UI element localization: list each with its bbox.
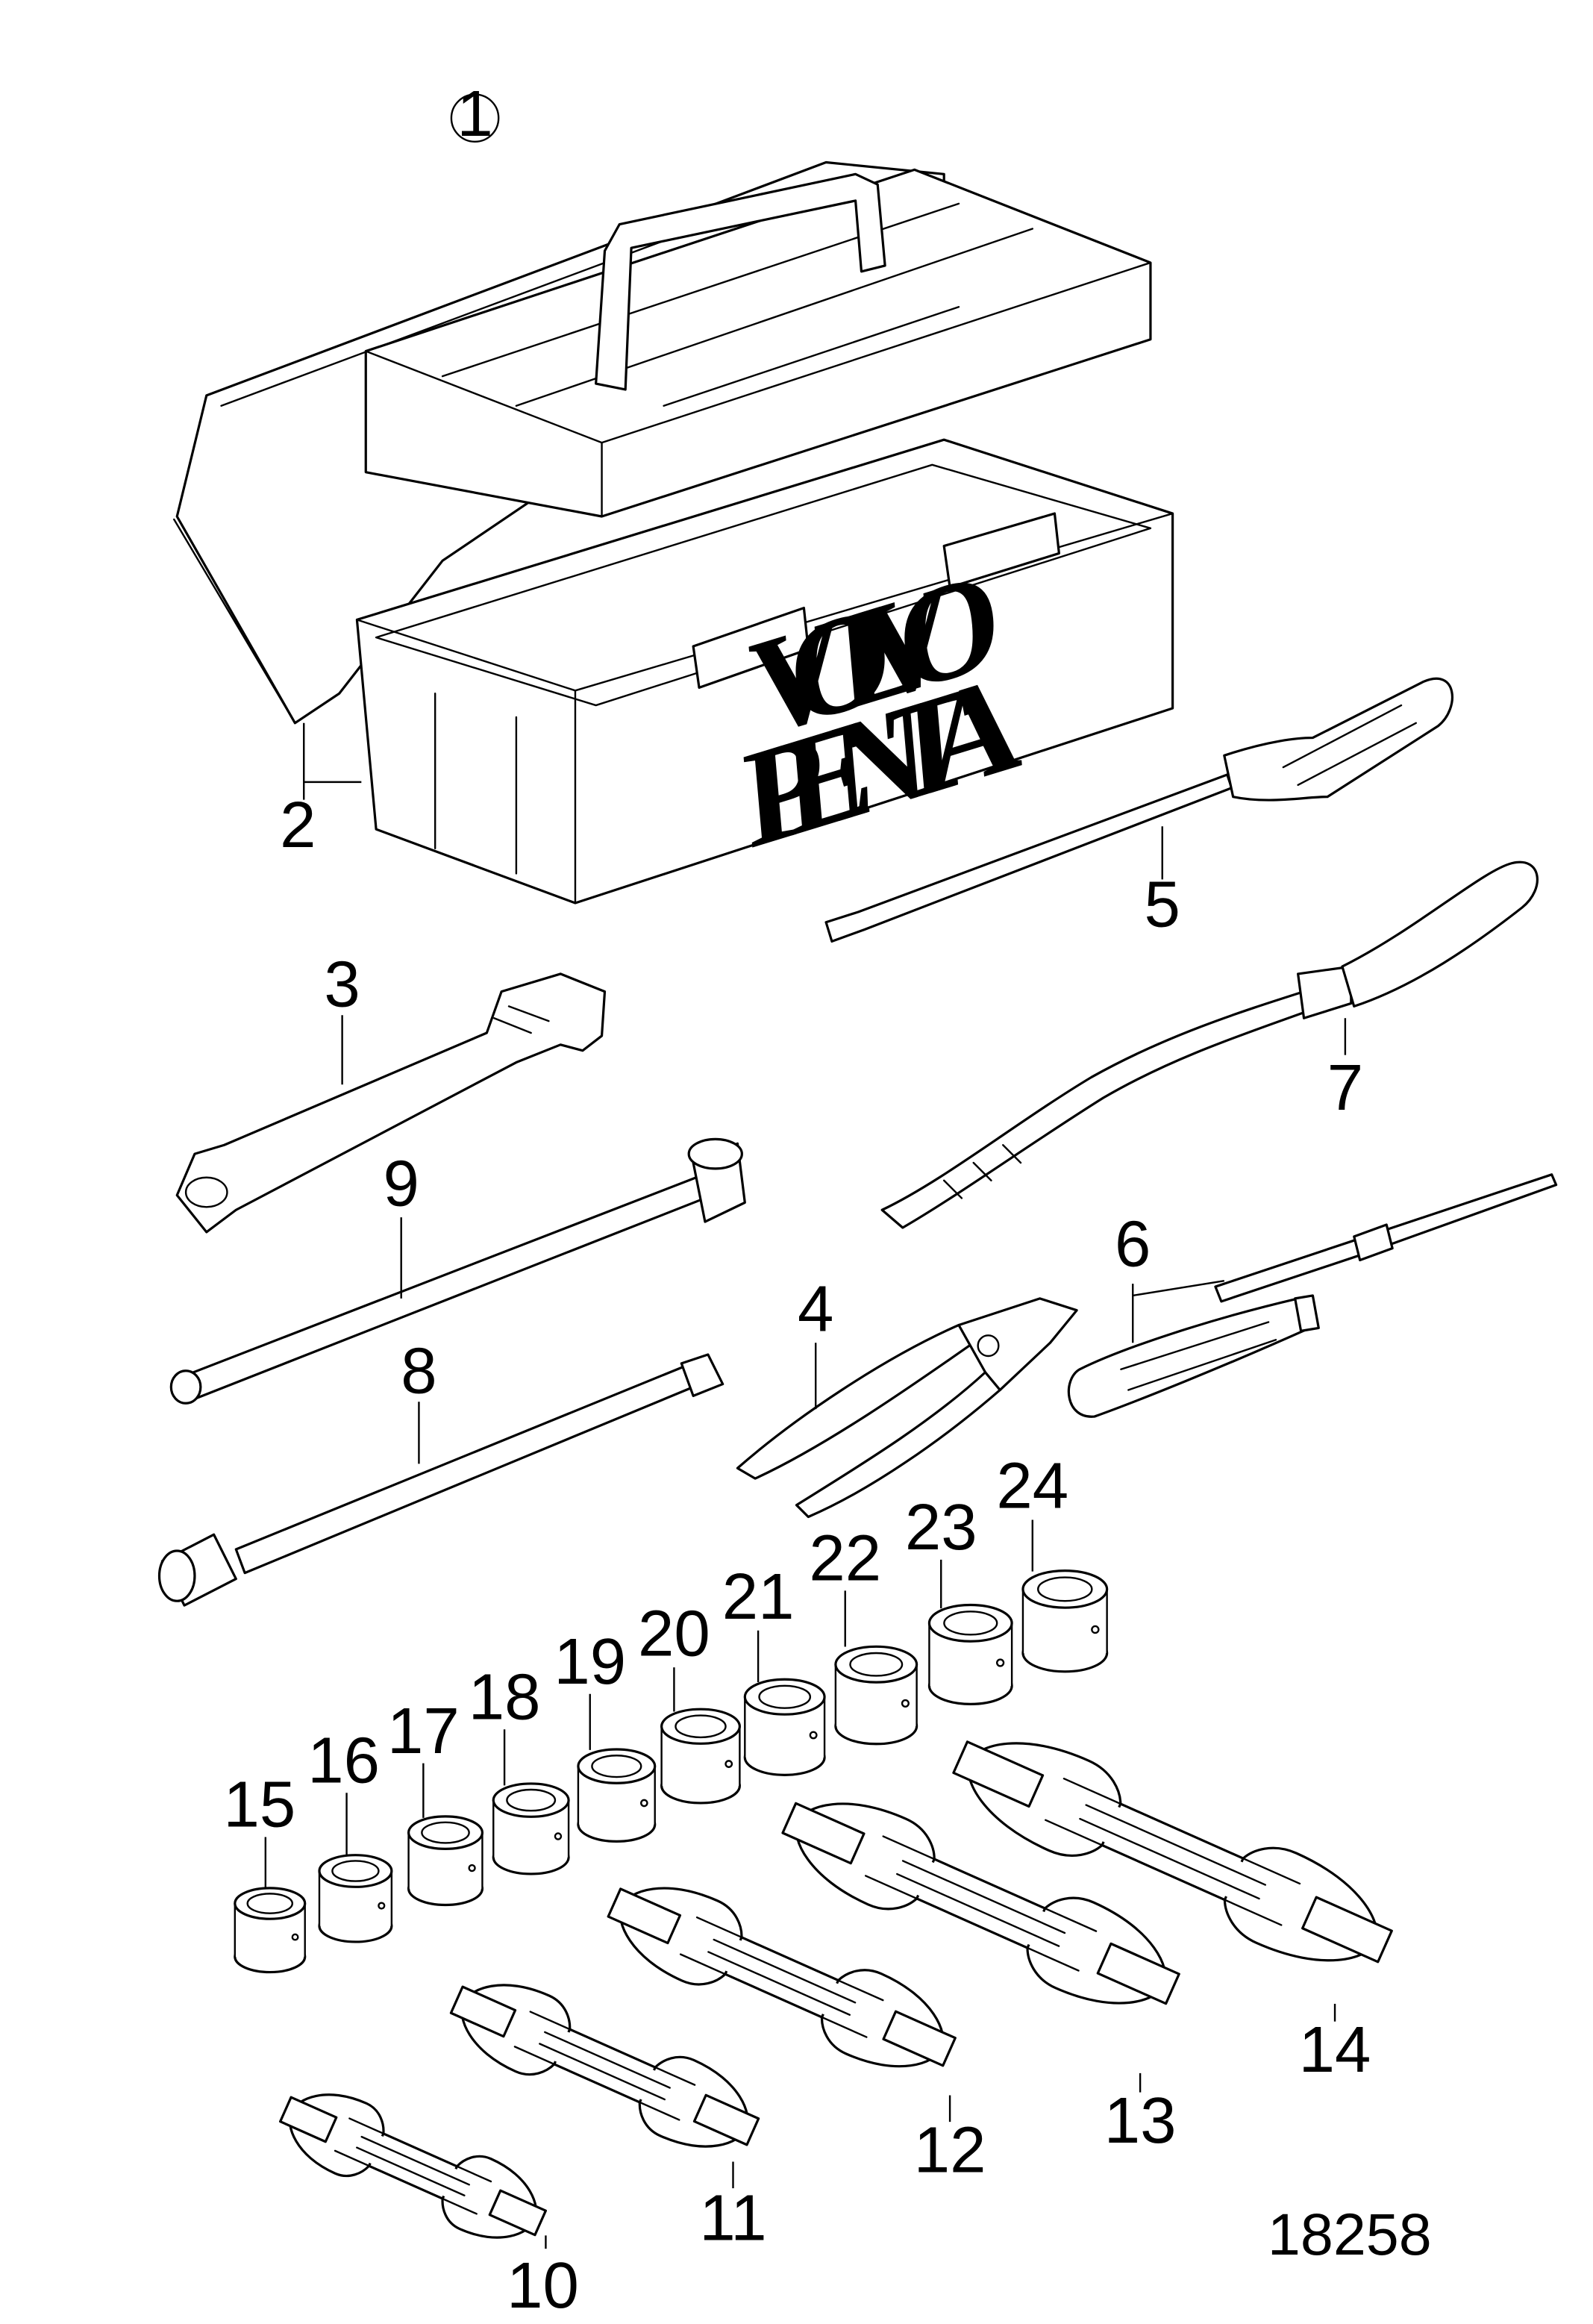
callout-circle: 1 xyxy=(451,78,498,150)
label-pliers: 4 xyxy=(798,1272,833,1345)
latch-right xyxy=(944,513,1059,587)
socket-15 xyxy=(235,1888,305,1972)
socket-19 xyxy=(578,1749,655,1841)
label-wrench-10: 10 xyxy=(507,2249,579,2322)
label-socket-19: 19 xyxy=(554,1625,626,1698)
label-socket-22: 22 xyxy=(809,1522,881,1595)
label-extension-bar: 8 xyxy=(401,1334,436,1407)
socket-18 xyxy=(493,1784,569,1874)
open-end-wrench-10 xyxy=(270,2074,556,2258)
label-wrench-11: 11 xyxy=(699,2181,766,2254)
label-t-handle: 9 xyxy=(384,1147,419,1219)
socket-22 xyxy=(836,1646,917,1743)
socket-20 xyxy=(662,1709,740,1803)
label-wrench-14: 14 xyxy=(1299,2014,1371,2086)
wrench-leaders xyxy=(545,2004,1335,2249)
screwdriver xyxy=(826,678,1452,941)
screwdriver-set xyxy=(1068,1175,1556,1416)
toolbox: VOLVO PENTA xyxy=(174,162,1172,903)
open-end-wrench-11 xyxy=(440,1962,770,2170)
label-socket-18: 18 xyxy=(469,1661,541,1733)
label-socket-21: 21 xyxy=(722,1561,795,1633)
t-handle xyxy=(171,1139,745,1403)
label-socket-23: 23 xyxy=(905,1491,977,1564)
label-socket-16: 16 xyxy=(307,1724,380,1796)
label-screwdriver-set: 6 xyxy=(1115,1208,1151,1280)
flexible-screwdriver xyxy=(882,862,1537,1228)
label-wrench-13: 13 xyxy=(1104,2084,1177,2157)
socket-23 xyxy=(929,1605,1012,1704)
pliers xyxy=(737,1299,1077,1517)
socket-24 xyxy=(1023,1571,1107,1672)
label-wrench-12: 12 xyxy=(914,2114,986,2186)
callout-label: 1 xyxy=(457,78,492,150)
open-end-wrench-14 xyxy=(940,1713,1404,1992)
label-box: 2 xyxy=(280,789,316,861)
tray-handle xyxy=(596,174,885,390)
label-screwdriver: 5 xyxy=(1145,869,1180,941)
label-socket-17: 17 xyxy=(387,1695,460,1767)
latch-left xyxy=(693,608,808,688)
reference-number: 18258 xyxy=(1268,2201,1432,2267)
label-adjustable-wrench: 3 xyxy=(324,948,360,1020)
socket-16 xyxy=(319,1855,392,1942)
label-flex-screwdriver: 7 xyxy=(1327,1052,1363,1124)
label-socket-15: 15 xyxy=(224,1769,296,1841)
extension-bar xyxy=(160,1355,723,1605)
socket-21 xyxy=(745,1679,824,1775)
socket-leaders xyxy=(266,1519,1033,1888)
label-socket-20: 20 xyxy=(638,1597,710,1669)
adjustable-wrench xyxy=(177,974,604,1232)
socket-17 xyxy=(409,1817,483,1905)
label-socket-24: 24 xyxy=(996,1450,1068,1522)
